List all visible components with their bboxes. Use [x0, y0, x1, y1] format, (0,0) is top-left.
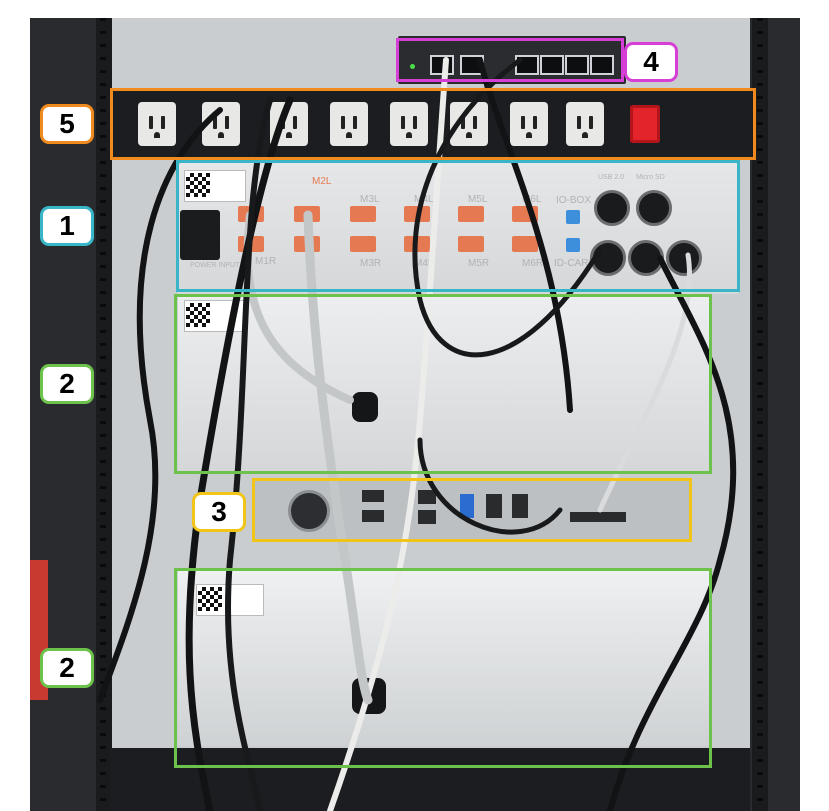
- io-box-button: [566, 210, 580, 224]
- io-box-label: IO-BOX: [556, 195, 592, 206]
- port-label-m5r: M5R: [468, 258, 490, 269]
- callout-box-interface-unit: [176, 160, 740, 292]
- terminal-block: [512, 236, 538, 252]
- switch-port: [590, 55, 614, 75]
- usb-label: USB 2.0: [598, 174, 625, 181]
- usb-port: [512, 494, 528, 518]
- serial-port: [362, 510, 384, 522]
- power-outlet: [510, 102, 548, 146]
- callout-box-pc-unit: [252, 478, 692, 542]
- callout-box-power-strip: [110, 88, 756, 160]
- right-rail-holes: [757, 18, 763, 811]
- usb3-port: [460, 494, 474, 518]
- port-label-m5l: M5L: [468, 194, 488, 205]
- usb-port: [594, 190, 630, 226]
- port-label-m4r: M4R: [414, 258, 436, 269]
- port-label-m3l: M3L: [360, 194, 380, 205]
- callout-1-badge: 1: [40, 206, 94, 246]
- power-outlet: [390, 102, 428, 146]
- callout-2-badge-lower: 2: [40, 648, 94, 688]
- callout-box-lower-enclosure: [174, 568, 712, 768]
- micro-sd-label: Micro SD: [636, 174, 665, 181]
- power-switch: [630, 105, 660, 143]
- black-cable: [477, 57, 573, 413]
- lan-port: [418, 510, 436, 524]
- black-cable: [607, 255, 737, 811]
- port-label-m1r: M1R: [255, 256, 277, 267]
- switch-port: [540, 55, 564, 75]
- black-cable: [412, 57, 603, 358]
- usb-port: [486, 494, 502, 518]
- id-card-button: [566, 238, 580, 252]
- power-outlet: [566, 102, 604, 146]
- switch-led: [410, 64, 415, 69]
- terminal-block: [458, 236, 484, 252]
- port-label-m6l: M6L: [522, 194, 542, 205]
- qr-code: [186, 303, 210, 327]
- callout-2-badge-upper: 2: [40, 364, 94, 404]
- power-input-label: POWER INPUT: [190, 262, 240, 269]
- ethernet-port: [590, 240, 626, 276]
- power-outlet: [138, 102, 176, 146]
- terminal-block: [350, 206, 376, 222]
- callout-4-badge: 4: [624, 42, 678, 82]
- callout-5-badge: 5: [40, 104, 94, 144]
- black-power-cable: [97, 107, 223, 703]
- power-outlet: [330, 102, 368, 146]
- black-power-cable: [185, 96, 294, 811]
- id-card-label: ID-CARD: [554, 258, 596, 269]
- terminal-block: [458, 206, 484, 222]
- serial-port: [362, 490, 384, 502]
- expansion-slot: [570, 512, 626, 522]
- gray-cable: [597, 252, 692, 513]
- lower-enclosure: [178, 570, 712, 746]
- port-label-m6r: M6R: [522, 258, 544, 269]
- left-rail-holes: [100, 18, 106, 811]
- rack-floor: [110, 748, 750, 811]
- qr-code: [198, 587, 222, 611]
- terminal-block: [350, 236, 376, 252]
- port-label-m3r: M3R: [360, 258, 382, 269]
- callout-box-upper-enclosure: [174, 294, 712, 474]
- micro-sd-port: [636, 190, 672, 226]
- power-inlet: [180, 210, 220, 260]
- lan-port: [418, 490, 436, 504]
- round-connector: [352, 392, 378, 422]
- callout-3-badge: 3: [192, 492, 246, 532]
- qr-code: [186, 173, 210, 197]
- black-cable: [417, 437, 563, 535]
- fan-grille: [288, 490, 330, 532]
- port-label-m2l: M2L: [312, 176, 332, 187]
- gray-cable: [303, 210, 373, 705]
- can-port: [666, 240, 702, 276]
- switch-port: [565, 55, 589, 75]
- callout-box-switch: [396, 38, 624, 82]
